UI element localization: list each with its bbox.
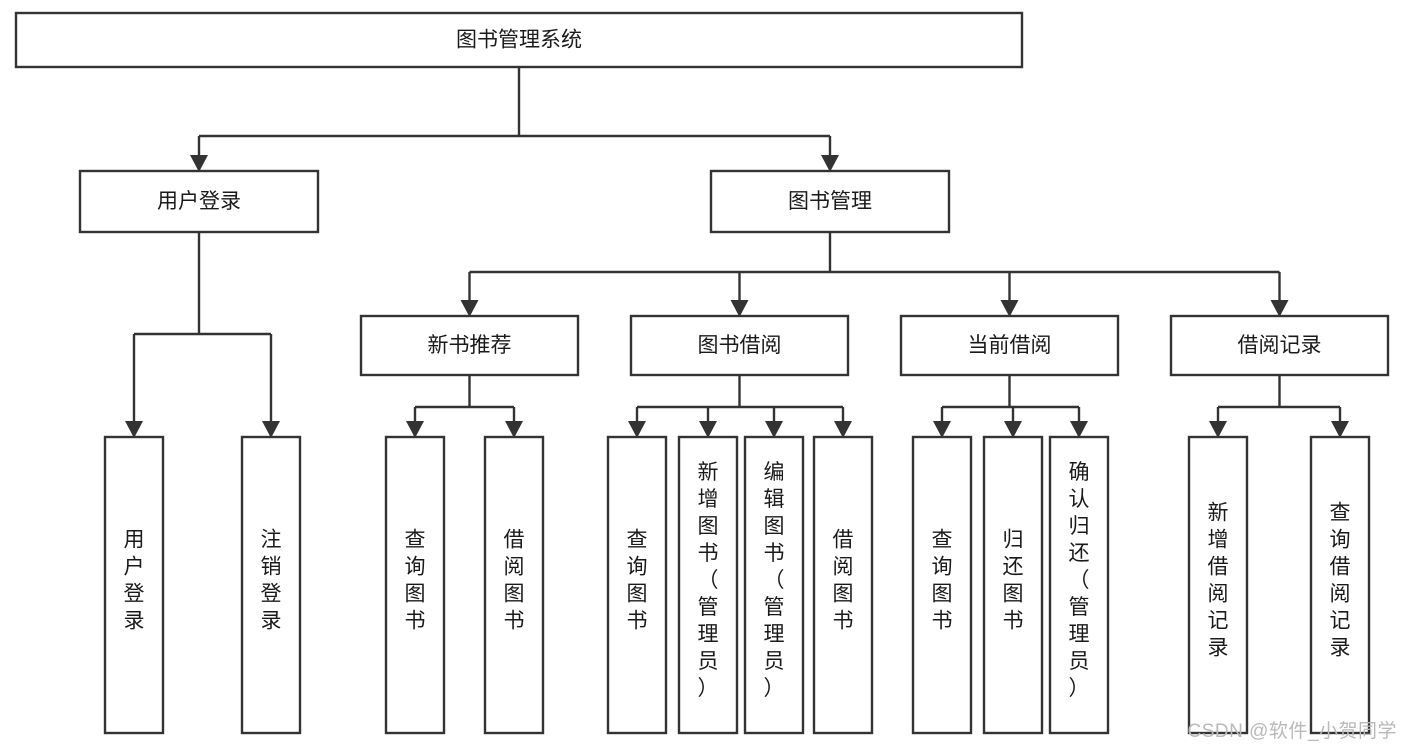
arrow-head	[1209, 421, 1227, 438]
arrow-head	[699, 421, 717, 438]
edge-group-borrow	[628, 375, 852, 438]
node-box[interactable]	[812, 435, 874, 735]
arrow-head	[730, 300, 749, 317]
edges-layer	[125, 67, 1349, 438]
node-box[interactable]	[14, 11, 1024, 69]
node-label: 新书推荐	[428, 334, 512, 357]
node-box[interactable]	[629, 314, 850, 377]
node-label: 图书借阅	[698, 334, 782, 357]
node-label: 查询借阅记录	[1330, 502, 1351, 660]
node-box[interactable]	[982, 435, 1044, 735]
edge-group-current	[933, 375, 1088, 438]
node-box[interactable]	[103, 435, 165, 735]
node-label: 当前借阅	[968, 334, 1052, 357]
node-leaf-borrow-book-2[interactable]: 借阅图书	[812, 435, 874, 735]
node-box[interactable]	[1048, 435, 1110, 735]
node-leaf-return-book[interactable]: 归还图书	[982, 435, 1044, 735]
node-box[interactable]	[359, 314, 580, 377]
node-bookmgmt[interactable]: 图书管理	[709, 169, 951, 234]
node-label: 图书管理	[788, 190, 872, 213]
node-label: 归还图书	[1003, 529, 1024, 633]
node-label: 用户登录	[124, 529, 145, 633]
node-box[interactable]	[1169, 314, 1390, 377]
arrow-head	[1000, 300, 1019, 317]
node-label: 查询图书	[405, 529, 426, 633]
node-label: 新增图书（管理员）	[698, 461, 719, 700]
node-box[interactable]	[911, 435, 973, 735]
arrow-head	[834, 421, 852, 438]
arrow-head	[821, 155, 839, 172]
node-label: 编辑图书（管理员）	[764, 461, 785, 700]
node-box[interactable]	[677, 435, 739, 735]
arrow-head	[765, 421, 783, 438]
edge-group-newbook	[406, 375, 523, 438]
node-leaf-add-record[interactable]: 新增借阅记录	[1187, 435, 1249, 735]
node-box[interactable]	[483, 435, 545, 735]
node-box[interactable]	[1309, 435, 1371, 735]
arrow-head	[406, 421, 424, 438]
node-box[interactable]	[240, 435, 302, 735]
node-box[interactable]	[1187, 435, 1249, 735]
node-leaf-query-book-2[interactable]: 查询图书	[606, 435, 668, 735]
node-leaf-borrow-book-1[interactable]: 借阅图书	[483, 435, 545, 735]
node-label: 借阅图书	[833, 529, 854, 633]
edge-group-root	[190, 67, 839, 172]
arrow-head	[933, 421, 951, 438]
node-leaf-user-logout[interactable]: 注销登录	[240, 435, 302, 735]
arrow-head	[460, 300, 479, 317]
node-label: 注销登录	[261, 529, 282, 633]
node-borrow[interactable]: 图书借阅	[629, 314, 850, 377]
arrow-head	[190, 155, 208, 172]
node-leaf-confirm-return[interactable]: 确认归还（管理员）	[1048, 435, 1110, 735]
node-label: 新增借阅记录	[1208, 502, 1229, 660]
node-label: 查询图书	[932, 529, 953, 633]
node-box[interactable]	[384, 435, 446, 735]
node-box[interactable]	[899, 314, 1120, 377]
node-leaf-edit-book[interactable]: 编辑图书（管理员）	[743, 435, 805, 735]
node-label: 图书管理系统	[456, 29, 582, 52]
node-label: 查询图书	[627, 529, 648, 633]
node-leaf-query-book-3[interactable]: 查询图书	[911, 435, 973, 735]
arrow-head	[628, 421, 646, 438]
arrow-head	[1004, 421, 1022, 438]
arrow-head	[1270, 300, 1289, 317]
arrow-head	[125, 421, 143, 438]
arrow-head	[1070, 421, 1088, 438]
node-leaf-add-book[interactable]: 新增图书（管理员）	[677, 435, 739, 735]
arrow-head	[1331, 421, 1349, 438]
arrow-head	[262, 421, 280, 438]
node-box[interactable]	[709, 169, 951, 234]
node-root[interactable]: 图书管理系统	[14, 11, 1024, 69]
node-label: 确认归还（管理员）	[1069, 461, 1090, 700]
node-label: 用户登录	[157, 190, 241, 213]
edge-group-bookmgmt	[460, 232, 1289, 317]
node-leaf-user-login[interactable]: 用户登录	[103, 435, 165, 735]
node-box[interactable]	[606, 435, 668, 735]
node-records[interactable]: 借阅记录	[1169, 314, 1390, 377]
node-newbook[interactable]: 新书推荐	[359, 314, 580, 377]
node-label: 借阅图书	[504, 529, 525, 633]
arrow-head	[505, 421, 523, 438]
node-label: 借阅记录	[1238, 334, 1322, 357]
node-leaf-query-book-1[interactable]: 查询图书	[384, 435, 446, 735]
node-current[interactable]: 当前借阅	[899, 314, 1120, 377]
nodes-layer: 图书管理系统用户登录图书管理新书推荐图书借阅当前借阅借阅记录用户登录注销登录查询…	[14, 11, 1390, 735]
edge-group-records	[1209, 375, 1349, 438]
edge-group-login	[125, 232, 280, 438]
node-box[interactable]	[78, 169, 320, 234]
node-box[interactable]	[743, 435, 805, 735]
node-leaf-query-record[interactable]: 查询借阅记录	[1309, 435, 1371, 735]
node-login[interactable]: 用户登录	[78, 169, 320, 234]
